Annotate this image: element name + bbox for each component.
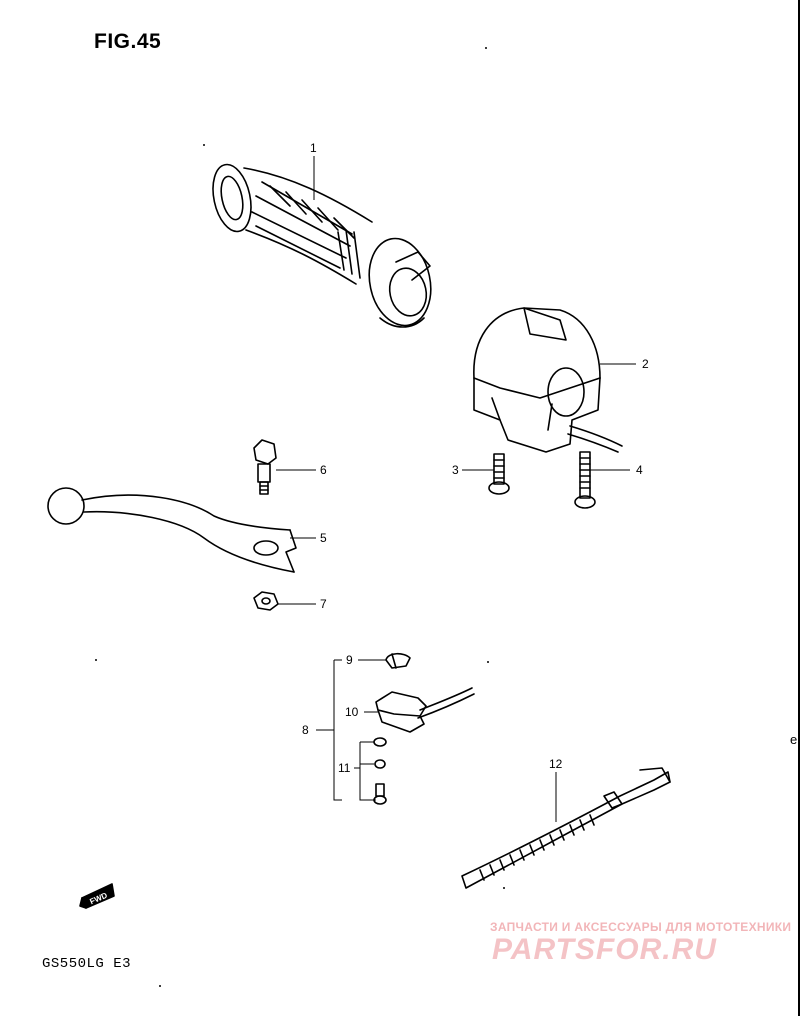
part-lever: [47, 487, 297, 573]
edge-letter: e: [790, 732, 798, 747]
part-screw-4: [574, 451, 596, 509]
forward-arrow: [79, 883, 115, 909]
part-bolt-6: [253, 439, 277, 495]
callout-1: 1: [310, 141, 317, 155]
part-screw-9: [385, 652, 411, 669]
part-clamp-10: [375, 687, 475, 733]
bracket-11: [359, 741, 376, 801]
callout-7: 7: [320, 597, 327, 611]
bracket-8: [333, 659, 342, 801]
part-fasteners-11: [373, 737, 387, 805]
callout-2: 2: [642, 357, 649, 371]
part-screw-3: [488, 453, 510, 495]
callout-8: 8: [302, 723, 309, 737]
part-nut-7: [253, 591, 279, 611]
callout-4: 4: [636, 463, 643, 477]
callout-9: 9: [346, 653, 353, 667]
part-switch-housing: [473, 307, 623, 453]
callout-5: 5: [320, 531, 327, 545]
figure-title: FIG.45: [94, 30, 162, 53]
page-edge-line: [798, 0, 800, 1016]
watermark-tagline: ЗАПЧАСТИ И АКСЕССУАРЫ ДЛЯ МОТОТЕХНИКИ: [490, 920, 792, 934]
callout-6: 6: [320, 463, 327, 477]
callout-11: 11: [338, 761, 351, 775]
model-code: GS550LG E3: [42, 956, 132, 972]
part-grip: [212, 163, 432, 328]
callout-3: 3: [452, 463, 459, 477]
part-cable-tie: [461, 767, 671, 889]
watermark-logo: PARTSFOR.RU: [492, 933, 717, 966]
callout-10: 10: [345, 705, 359, 719]
callout-12: 12: [549, 757, 563, 771]
